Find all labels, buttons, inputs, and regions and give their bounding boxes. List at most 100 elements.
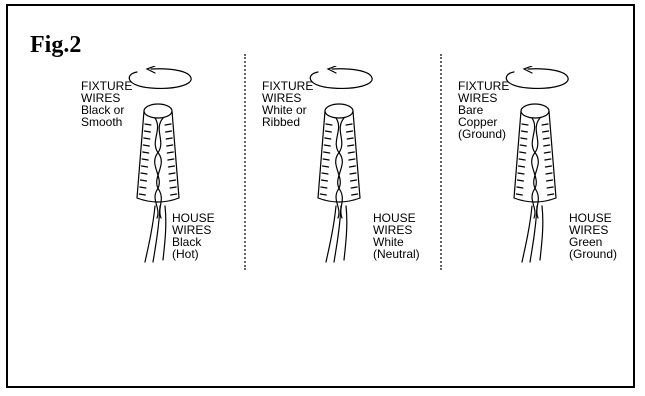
panel-hot-connection: FIXTURE WIRES Black or Smooth HOUSE WIRE… xyxy=(81,0,281,300)
nut-rib xyxy=(547,193,555,196)
figure-frame xyxy=(6,4,635,388)
divider-1 xyxy=(244,54,246,270)
nut-rib xyxy=(139,179,148,182)
nut-rib xyxy=(138,193,146,196)
house-wire xyxy=(343,205,348,261)
twist-arrow xyxy=(505,68,569,89)
twisted-wire xyxy=(335,117,345,219)
nut-rib xyxy=(347,144,355,147)
nut-rib xyxy=(143,137,151,140)
nut-cap xyxy=(324,103,354,119)
nut-rib xyxy=(140,172,148,175)
nut-rib xyxy=(168,179,177,182)
nut-rib xyxy=(322,158,330,161)
nut-rib xyxy=(164,123,172,126)
nut-rib xyxy=(139,186,147,189)
wire-nut-icon xyxy=(505,66,569,263)
nut-rib xyxy=(170,193,178,196)
house-wire xyxy=(521,205,533,263)
nut-rib xyxy=(515,193,523,196)
nut-rib xyxy=(324,130,332,133)
nut-rib xyxy=(541,123,549,126)
nut-rib xyxy=(516,186,524,189)
nut-rib xyxy=(167,158,175,161)
nut-rib xyxy=(169,186,177,189)
nut-rib xyxy=(324,137,332,140)
nut-rib xyxy=(545,179,554,182)
twist-arrowhead xyxy=(522,66,533,74)
nut-rib xyxy=(319,193,327,196)
nut-rib xyxy=(520,137,528,140)
nut-rib xyxy=(350,186,358,189)
nut-rib xyxy=(321,172,329,175)
nut-rib xyxy=(141,158,149,161)
nut-rib xyxy=(325,123,333,126)
twisted-wire xyxy=(154,117,164,219)
fixture-wires-label: FIXTURE WIRES White or Ribbed xyxy=(262,79,314,129)
nut-rib xyxy=(323,151,331,154)
nut-rib xyxy=(543,151,551,154)
wire-nut-icon xyxy=(309,66,373,263)
nut-rib xyxy=(348,165,357,168)
twist-arrow xyxy=(309,68,373,89)
nut-rib xyxy=(142,144,150,147)
house-wires-label: HOUSE WIRES White (Neutral) xyxy=(373,211,420,261)
nut-rib xyxy=(321,165,330,168)
wire-nut-icon xyxy=(128,66,192,263)
nut-rib xyxy=(542,137,550,140)
nut-rib xyxy=(349,179,358,182)
twisted-wire xyxy=(335,117,343,219)
house-wire xyxy=(152,205,161,263)
nut-rib xyxy=(519,151,527,154)
figure-title: Fig.2 xyxy=(30,32,82,58)
fixture-wires-label: FIXTURE WIRES Black or Smooth xyxy=(81,79,133,129)
nut-rib xyxy=(546,186,554,189)
nut-rib xyxy=(142,151,150,154)
nut-cap xyxy=(143,103,173,119)
nut-rib xyxy=(320,179,329,182)
nut-rib xyxy=(348,158,356,161)
nut-rib xyxy=(543,144,551,147)
house-wire xyxy=(539,205,544,261)
fixture-wires-label: FIXTURE WIRES Bare Copper (Ground) xyxy=(458,79,510,141)
house-wire xyxy=(162,205,167,261)
nut-rib xyxy=(166,144,174,147)
nut-rib xyxy=(167,165,176,168)
house-wires-label: HOUSE WIRES Black (Hot) xyxy=(172,211,215,261)
twisted-wire xyxy=(531,117,541,219)
nut-body xyxy=(136,110,180,203)
nut-rib xyxy=(323,144,331,147)
nut-rib xyxy=(544,165,553,168)
nut-body xyxy=(513,110,557,203)
nut-rib xyxy=(346,137,354,140)
twist-arrowhead xyxy=(326,66,337,74)
house-wire xyxy=(333,205,342,263)
twisted-wire xyxy=(154,117,162,219)
nut-rib xyxy=(168,172,176,175)
nut-rib xyxy=(518,158,526,161)
house-wire xyxy=(325,205,337,263)
twist-arrowhead xyxy=(145,66,156,74)
panel-neutral-connection: FIXTURE WIRES White or Ribbed HOUSE WIRE… xyxy=(262,0,462,300)
nut-rib xyxy=(521,123,529,126)
nut-rib xyxy=(346,130,354,133)
nut-rib xyxy=(140,165,149,168)
nut-body xyxy=(317,110,361,203)
nut-rib xyxy=(545,172,553,175)
nut-rib xyxy=(144,123,152,126)
nut-cap xyxy=(520,103,550,119)
nut-rib xyxy=(166,151,174,154)
house-wires-label: HOUSE WIRES Green (Ground) xyxy=(569,211,618,261)
nut-rib xyxy=(347,151,355,154)
panel-ground-connection: FIXTURE WIRES Bare Copper (Ground) HOUSE… xyxy=(458,0,645,300)
nut-rib xyxy=(542,130,550,133)
nut-rib xyxy=(544,158,552,161)
nut-rib xyxy=(516,179,525,182)
house-wire xyxy=(529,205,538,263)
nut-rib xyxy=(320,186,328,189)
divider-2 xyxy=(440,54,442,270)
nut-rib xyxy=(165,137,173,140)
house-wire xyxy=(144,205,156,263)
nut-rib xyxy=(345,123,353,126)
nut-rib xyxy=(520,130,528,133)
